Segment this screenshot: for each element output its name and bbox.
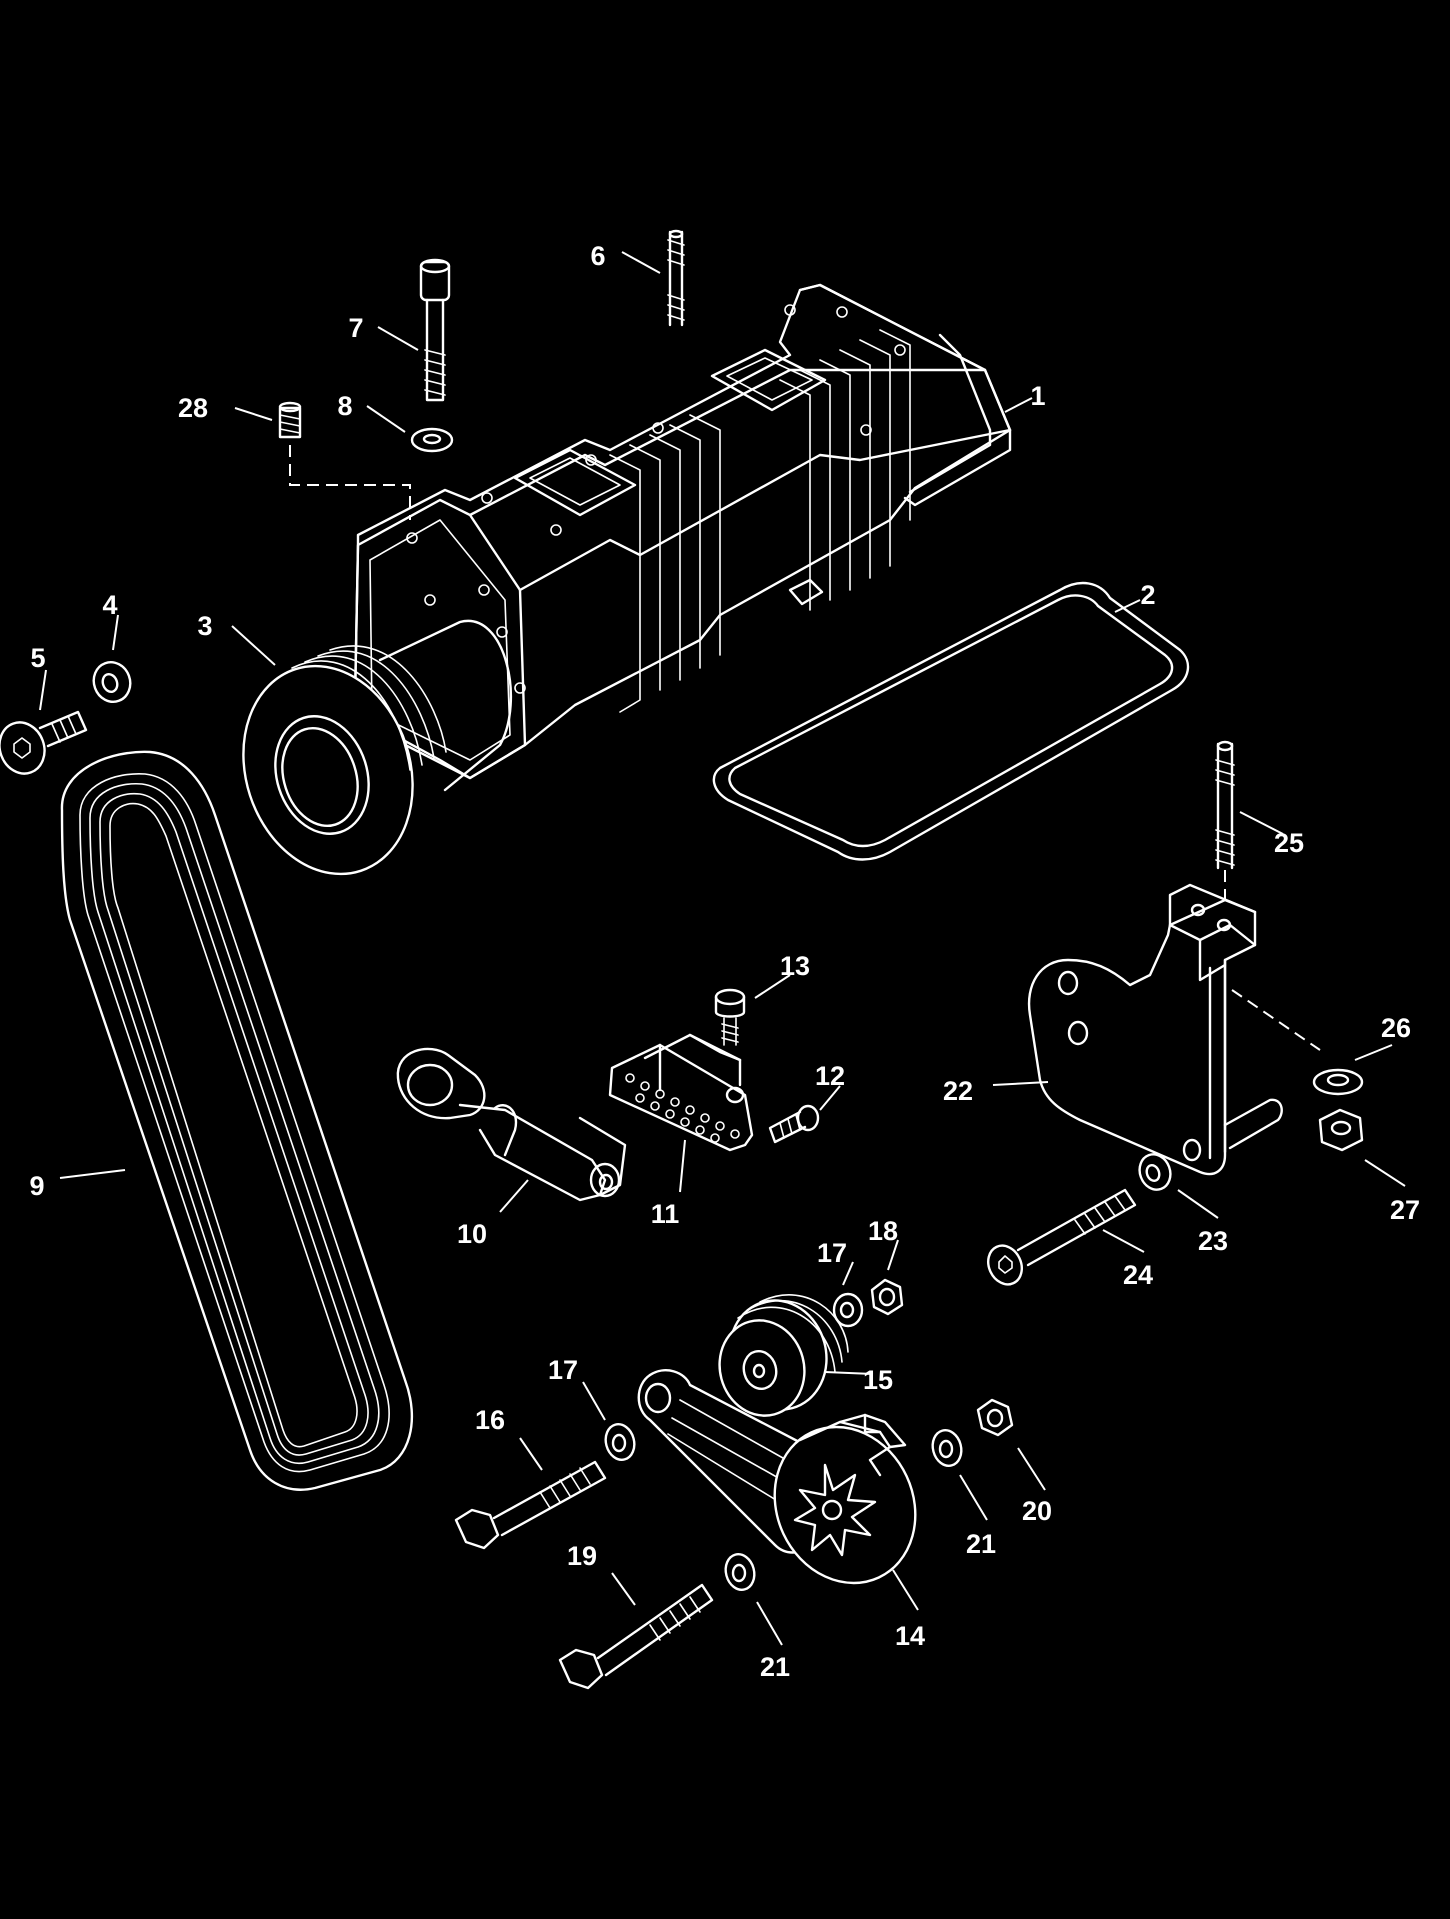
callout-3: 3 [197, 611, 212, 641]
leader-line-20 [1017, 1447, 1046, 1491]
arm-washer-17 [604, 1423, 636, 1461]
pulley-bolt [0, 710, 88, 775]
adjuster-side-screw [768, 1104, 820, 1144]
arm-washer-21-lower [724, 1553, 756, 1591]
stud [667, 229, 685, 327]
leader-line-7 [377, 326, 419, 351]
leader-line-10 [499, 1179, 529, 1213]
callout-14: 14 [895, 1621, 925, 1651]
leader-line-23 [1177, 1189, 1219, 1219]
callout-27: 27 [1390, 1195, 1420, 1225]
tensioner-arm [637, 1369, 917, 1585]
set-screw-path [289, 445, 411, 520]
callout-16: 16 [475, 1405, 505, 1435]
arm-washer-21-right [931, 1429, 963, 1467]
callout-25: 25 [1274, 828, 1304, 858]
leader-line-6 [621, 251, 661, 274]
leader-line-24 [1102, 1229, 1145, 1253]
callout-17: 17 [548, 1355, 578, 1385]
callout-4: 4 [102, 590, 117, 620]
callout-15: 15 [863, 1365, 893, 1395]
set-screw [278, 401, 302, 439]
idler-pulley [718, 1294, 849, 1417]
idler-washer-upper [832, 1292, 864, 1328]
pulley-washer [92, 661, 132, 703]
tensioner-damper [396, 1047, 627, 1202]
callout-21: 21 [760, 1652, 790, 1682]
callout-12: 12 [815, 1061, 845, 1091]
bracket-bolt [987, 1188, 1137, 1286]
arm-bolt-16 [454, 1460, 607, 1550]
leader-line-4 [112, 614, 119, 651]
leader-line-12 [819, 1085, 841, 1111]
leader-line-17 [842, 1261, 854, 1286]
bracket-stud [1215, 740, 1235, 870]
callout-1: 1 [1030, 381, 1045, 411]
callout-24: 24 [1123, 1260, 1153, 1290]
leader-line-13 [754, 974, 791, 999]
callout-9: 9 [29, 1171, 44, 1201]
callout-10: 10 [457, 1219, 487, 1249]
supercharger-housing [353, 283, 1012, 780]
idler-nut [870, 1278, 904, 1316]
leader-line-27 [1364, 1159, 1406, 1187]
leader-line-5 [39, 669, 47, 711]
callout-23: 23 [1198, 1226, 1228, 1256]
leader-line-19 [611, 1572, 636, 1606]
leader-line-3 [231, 625, 276, 666]
callout-8: 8 [337, 391, 352, 421]
callout-11: 11 [651, 1199, 680, 1229]
callout-labels: 1234567828910111213141516171718192021212… [29, 241, 1420, 1682]
bracket-bolt-washer [1138, 1153, 1172, 1191]
adjuster-top-screw [714, 988, 746, 1046]
bracket-fastener-path [1231, 989, 1321, 1051]
bracket-nut [1318, 1108, 1364, 1152]
callout-21: 21 [966, 1529, 996, 1559]
callout-6: 6 [590, 241, 605, 271]
leader-line-16 [519, 1437, 543, 1471]
callout-26: 26 [1381, 1013, 1411, 1043]
callout-22: 22 [943, 1076, 973, 1106]
leader-line-14 [892, 1569, 919, 1611]
leader-line-1 [1004, 397, 1033, 413]
cap-screw-washer [410, 427, 454, 453]
callout-20: 20 [1022, 1496, 1052, 1526]
leader-line-22 [992, 1081, 1049, 1086]
leader-line-17 [582, 1381, 606, 1421]
callout-18: 18 [868, 1216, 898, 1246]
callout-7: 7 [348, 313, 363, 343]
supercharger-pulley [242, 619, 513, 876]
cap-screw [419, 258, 451, 402]
leader-line-18 [887, 1239, 899, 1271]
leader-line-21 [959, 1474, 988, 1521]
leader-line-2 [1114, 599, 1141, 613]
mounting-bracket [1027, 883, 1283, 1176]
leader-line-8 [366, 405, 406, 433]
callout-13: 13 [780, 951, 810, 981]
arm-bolt-19 [558, 1583, 714, 1690]
callout-2: 2 [1140, 580, 1155, 610]
leader-line-28 [234, 407, 273, 421]
callout-19: 19 [567, 1541, 597, 1571]
callout-28: 28 [178, 393, 208, 423]
gasket [712, 581, 1190, 861]
leader-line-21 [756, 1601, 783, 1646]
bracket-washer [1312, 1068, 1364, 1096]
drive-belt [60, 750, 413, 1491]
adjuster-plate [608, 1033, 754, 1152]
callout-5: 5 [30, 643, 45, 673]
leader-line-9 [59, 1169, 126, 1179]
callout-17: 17 [817, 1238, 847, 1268]
leader-line-11 [679, 1139, 686, 1193]
leader-line-15 [824, 1371, 874, 1375]
arm-nut [976, 1398, 1014, 1437]
leader-line-25 [1239, 811, 1284, 835]
leader-line-26 [1354, 1044, 1393, 1061]
